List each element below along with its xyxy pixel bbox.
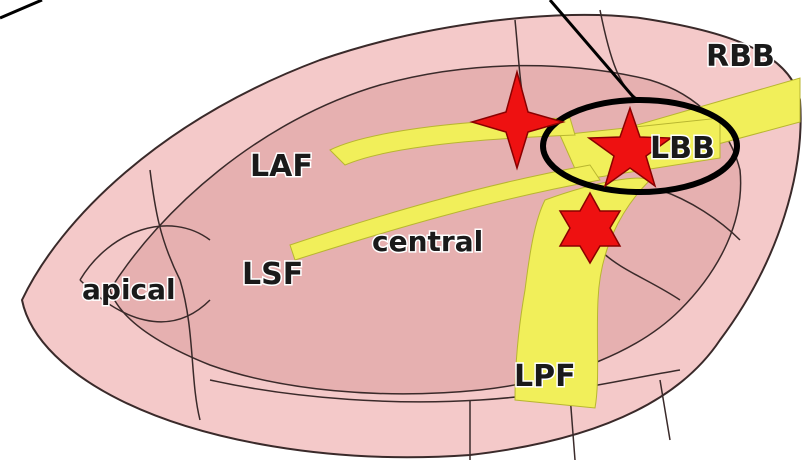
label-apical: apical (82, 273, 176, 306)
label-lpf: LPF (514, 359, 576, 394)
label-rbb: RBB (706, 39, 775, 74)
label-lbb: LBB (650, 131, 715, 166)
label-central: central (372, 225, 483, 258)
label-lsf: LSF (242, 257, 303, 292)
callout-line-left (0, 0, 42, 18)
label-laf: LAF (250, 149, 313, 184)
